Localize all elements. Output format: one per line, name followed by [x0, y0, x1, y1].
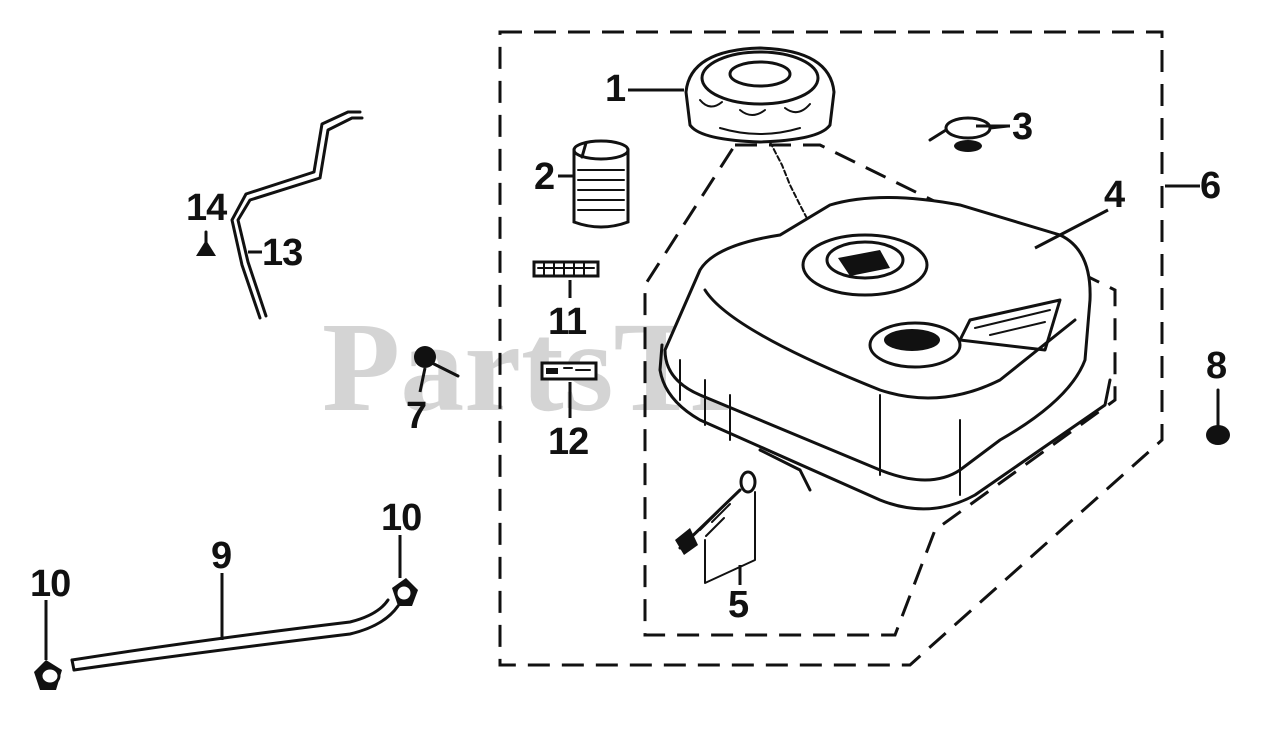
callout-11: 11	[548, 301, 587, 343]
leader-4	[1034, 208, 1109, 250]
callout-10-right: 10	[381, 497, 421, 539]
fuel-filter-part[interactable]	[572, 139, 630, 229]
rivet-part[interactable]	[1206, 388, 1230, 445]
callout-7: 7	[406, 395, 426, 437]
callout-12: 12	[548, 421, 588, 463]
callout-8: 8	[1206, 345, 1226, 387]
assembly-boundary-outer	[498, 30, 1164, 667]
hose-clamp-part-right[interactable]	[392, 578, 418, 606]
callout-13: 13	[262, 232, 302, 274]
assembly-boundary-inner	[643, 143, 1117, 637]
fuel-cock-part[interactable]	[675, 470, 757, 584]
callout-1: 1	[605, 68, 626, 110]
label-decal-part[interactable]	[540, 361, 598, 381]
callout-6: 6	[1200, 165, 1220, 207]
callout-4: 4	[1104, 174, 1125, 216]
fuel-cap-part[interactable]	[684, 46, 836, 144]
callout-14: 14	[186, 187, 227, 229]
callout-2: 2	[534, 156, 554, 198]
tube-clip-part[interactable]	[196, 230, 216, 256]
fuel-tank-part[interactable]	[658, 196, 1112, 511]
fuel-line-part[interactable]	[70, 598, 400, 672]
breather-tube-part[interactable]	[230, 110, 364, 320]
screen-part[interactable]	[532, 260, 600, 278]
hose-clamp-part-left[interactable]	[34, 660, 62, 690]
callout-10-left: 10	[30, 563, 70, 605]
fuel-valve-clip-part[interactable]	[928, 116, 1010, 152]
bolt-part[interactable]	[414, 346, 460, 378]
callout-5: 5	[728, 584, 749, 626]
callout-3: 3	[1012, 106, 1032, 148]
callout-9: 9	[211, 535, 231, 577]
leader-7	[418, 367, 427, 393]
